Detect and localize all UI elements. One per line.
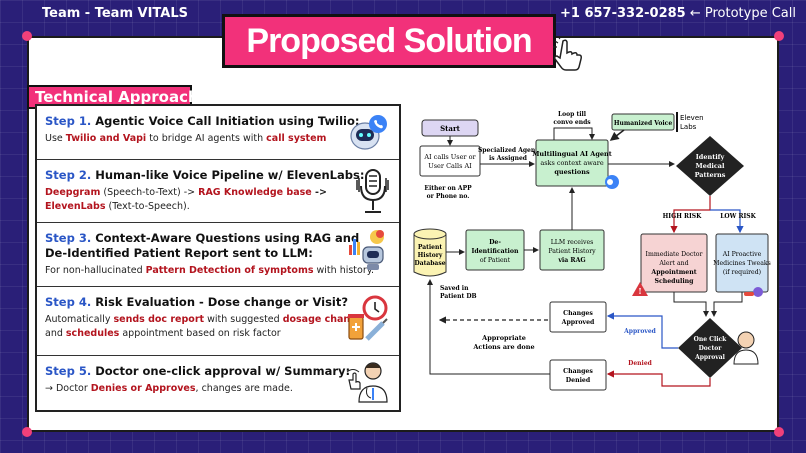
start-label: Start [440, 124, 461, 133]
svg-text:of Patient: of Patient [480, 257, 511, 264]
phone-number[interactable]: +1 657-332-0285 [560, 6, 686, 21]
svg-text:History: History [418, 252, 443, 259]
step-description: Automatically sends doc report with sugg… [45, 314, 364, 339]
team-name: Team - Team VITALS [42, 6, 188, 21]
doctor-icon [737, 331, 755, 349]
svg-text:Approved: Approved [561, 319, 595, 326]
prototype-call-label: ← Prototype Call [689, 6, 796, 21]
svg-text:Medical: Medical [696, 162, 726, 170]
page-title: Proposed Solution [246, 21, 532, 60]
step-heading: Agentic Voice Call Initiation using Twil… [91, 114, 360, 128]
svg-text:Changes: Changes [563, 368, 593, 375]
svg-text:(if required): (if required) [723, 269, 761, 276]
svg-text:Labs: Labs [680, 123, 697, 131]
low-risk-label: LOW RISK [720, 213, 756, 220]
steps-panel: Step 1. Agentic Voice Call Initiation us… [35, 104, 401, 412]
ai-robot-chart-icon [349, 230, 384, 270]
svg-text:LLM receives: LLM receives [551, 239, 594, 246]
step-description: Deepgram (Speech-to-Text) -> RAG Knowled… [45, 187, 327, 212]
doctor-touch-icon [346, 362, 388, 403]
step-title: Step 1. Agentic Voice Call Initiation us… [45, 114, 399, 129]
pointer-hand-icon [553, 38, 582, 71]
one-click-approval-node [678, 318, 742, 378]
changes-approved-node [549, 301, 607, 333]
svg-text:AI Proactive: AI Proactive [722, 251, 762, 258]
phone-line: +1 657-332-0285 ← Prototype Call [560, 6, 796, 21]
svg-text:asks context aware: asks context aware [540, 159, 604, 167]
identify-patterns-node [676, 136, 744, 196]
ai-calls-label: AI calls User or [423, 153, 476, 161]
svg-text:Approval: Approval [694, 354, 726, 361]
corner-dot [774, 31, 784, 41]
multilingual-agent-node [535, 139, 609, 187]
svg-text:Identify: Identify [696, 153, 725, 161]
corner-dot [22, 31, 32, 41]
svg-text:Medicines Tweaks: Medicines Tweaks [713, 260, 771, 267]
svg-text:Immediate Doctor: Immediate Doctor [646, 251, 703, 258]
ai-calls-node [419, 145, 481, 177]
svg-text:Doctor: Doctor [699, 345, 723, 352]
svg-text:Patient History: Patient History [548, 248, 596, 255]
warning-icon [632, 282, 648, 296]
step-4: Step 4. Risk Evaluation - Dose change or… [37, 287, 399, 356]
title-banner: Proposed Solution [222, 14, 556, 68]
saved-label: Patient DB [440, 293, 477, 300]
svg-text:Multilingual AI Agent: Multilingual AI Agent [532, 150, 612, 158]
svg-text:questions: questions [554, 168, 590, 176]
svg-text:Patient: Patient [418, 244, 442, 251]
specialized-label: is Assigned [489, 155, 528, 162]
step-description: Use Twilio and Vapi to bridge AI agents … [45, 133, 327, 144]
svg-text:Changes: Changes [563, 310, 593, 317]
svg-text:Identification: Identification [472, 248, 519, 255]
step-description: → Doctor Denies or Approves, changes are… [45, 383, 293, 394]
pills-icon [753, 287, 763, 297]
high-risk-label: HIGH RISK [663, 213, 702, 220]
changes-denied-node [549, 359, 607, 391]
process-flow-diagram: Start AI calls User or User Calls AI Eit… [413, 111, 771, 391]
robot-assistant-icon [350, 115, 387, 150]
step-3: Step 3. Context-Aware Questions using RA… [37, 223, 399, 287]
svg-text:Patterns: Patterns [695, 171, 726, 179]
step-title: Step 2. Human-like Voice Pipeline w/ Ele… [45, 168, 365, 182]
microphone-icon [356, 169, 389, 213]
step-title: Step 3. Context-Aware Questions using RA… [45, 231, 360, 260]
svg-text:De-: De- [489, 239, 501, 246]
svg-text:!: ! [638, 286, 642, 296]
humanized-voice-node [611, 113, 675, 131]
step-description: For non-hallucinated Pattern Detection o… [45, 265, 375, 276]
appropriate-actions-label: Actions are done [472, 343, 534, 351]
patient-db-node [413, 234, 447, 277]
appropriate-actions-label: Appropriate [481, 334, 526, 342]
medicine-clock-syringe-icon [348, 295, 388, 341]
loop-label: Loop till [558, 111, 587, 118]
svg-text:Humanized Voice: Humanized Voice [614, 120, 672, 127]
svg-text:Appointment: Appointment [650, 269, 696, 276]
corner-dot [22, 427, 32, 437]
svg-text:Eleven: Eleven [680, 114, 704, 122]
step-title: Step 4. Risk Evaluation - Dose change or… [45, 295, 349, 309]
svg-text:Alert and: Alert and [658, 260, 688, 267]
ai-calls-label: User Calls AI [428, 162, 472, 170]
either-label: Either on APP [424, 185, 472, 192]
approved-label: Approved [623, 328, 657, 335]
denied-label: Denied [628, 360, 652, 367]
either-label: or Phone no. [427, 193, 470, 200]
svg-text:Database: Database [414, 260, 445, 267]
step-title: Step 5. Doctor one-click approval w/ Sum… [45, 364, 351, 378]
step-1: Step 1. Agentic Voice Call Initiation us… [37, 106, 399, 160]
svg-text:Scheduling: Scheduling [654, 278, 694, 285]
elevenlabs-logo [676, 112, 678, 132]
step-2: Step 2. Human-like Voice Pipeline w/ Ele… [37, 160, 399, 223]
svg-text:via RAG: via RAG [557, 257, 585, 264]
corner-dot [774, 427, 784, 437]
svg-text:One Click: One Click [694, 336, 727, 343]
loop-label: convo ends [553, 119, 591, 126]
step-5: Step 5. Doctor one-click approval w/ Sum… [37, 356, 399, 412]
svg-text:Denied: Denied [566, 377, 591, 384]
saved-label: Saved in [440, 285, 469, 292]
step-number: Step 1. [45, 114, 92, 128]
specialized-label: Specialized Agent [478, 147, 538, 154]
